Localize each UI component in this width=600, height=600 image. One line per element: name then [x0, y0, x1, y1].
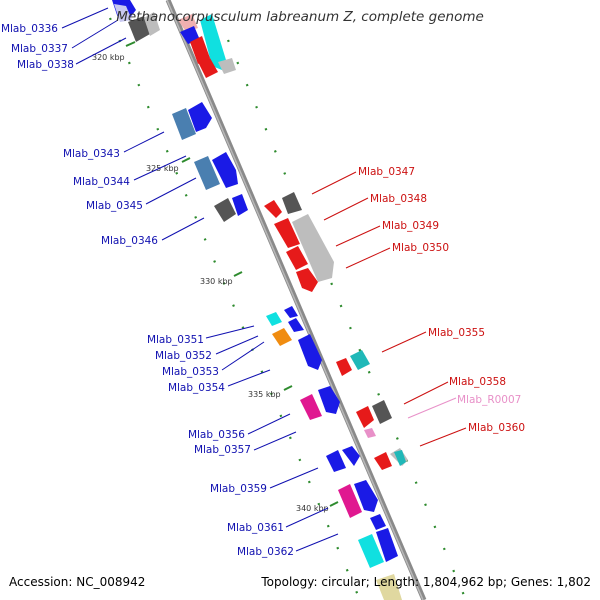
gene-label: Mlab_0345: [86, 200, 143, 212]
gene-arrow: [232, 194, 248, 216]
scale-tick: [283, 385, 293, 391]
gene-arrow: [292, 214, 334, 282]
scale-tick: [181, 157, 191, 163]
gene-arrow: [200, 14, 226, 70]
gene-arrow: [128, 16, 150, 42]
tick-label: 325 kbp: [146, 164, 179, 173]
tick-label: 330 kbp: [200, 277, 233, 286]
gene-arrow: [266, 312, 282, 326]
gene-arrow: [354, 480, 378, 512]
gene-labels-left: Mlab_0336 Mlab_0337 Mlab_0338 Mlab_0343 …: [1, 23, 294, 558]
gene-label: Mlab_0353: [162, 366, 219, 378]
gene-label: Mlab_0352: [155, 350, 212, 362]
gene-label: Mlab_0356: [188, 429, 245, 441]
gene-arrow: [326, 450, 346, 472]
genome-title: Methanocorpusculum labreanum Z, complete…: [116, 9, 484, 25]
gene-arrow: [376, 574, 402, 600]
gene-arrow: [274, 218, 300, 248]
gene-label: Mlab_0360: [468, 422, 525, 434]
gene-arrow: [194, 156, 220, 190]
scale-tick: [329, 501, 339, 507]
gene-arrow: [190, 36, 210, 64]
gene-label: Mlab_0349: [382, 220, 439, 232]
gene-label: Mlab_0351: [147, 334, 204, 346]
gene-arrow: [218, 58, 236, 74]
gene-arrow: [188, 102, 212, 132]
gene-arrow: [282, 192, 302, 214]
gene-arrow: [284, 306, 298, 318]
gene-arrow: [336, 358, 352, 376]
accession-text: Accession: NC_008942: [9, 575, 146, 589]
gene-label: Mlab_0346: [101, 235, 158, 247]
gene-blocks-right: [178, 14, 408, 470]
gene-label: Mlab_0337: [11, 43, 68, 55]
scale-tick: [233, 271, 243, 277]
gene-arrow: [288, 318, 304, 332]
gene-arrow: [394, 450, 406, 466]
gene-label: Mlab_0348: [370, 193, 427, 205]
gene-label: Mlab_0359: [210, 483, 267, 495]
gene-label: Mlab_R0007: [457, 394, 521, 406]
gene-arrow: [300, 394, 322, 420]
gene-label: Mlab_0357: [194, 444, 251, 456]
gene-label: Mlab_0361: [227, 522, 284, 534]
gene-label: Mlab_0354: [168, 382, 225, 394]
gene-label: Mlab_0347: [358, 166, 415, 178]
gene-label: Mlab_0336: [1, 23, 58, 35]
gene-arrow: [264, 200, 282, 218]
gene-arrow: [350, 350, 370, 370]
genome-backbone: [165, 0, 427, 600]
tick-label: 335 kbp: [248, 390, 281, 399]
leader-lines-left: [61, 7, 339, 552]
tick-label: 340 kbp: [296, 504, 329, 513]
tick-track-outer: [226, 39, 468, 600]
gene-arrow: [358, 534, 384, 568]
gene-label: Mlab_0338: [17, 59, 74, 71]
leader-lines-right: [311, 171, 467, 447]
gene-arrow: [214, 198, 236, 222]
gene-label: Mlab_0350: [392, 242, 449, 254]
gene-label: Mlab_0355: [428, 327, 485, 339]
genome-summary-text: Topology: circular; Length: 1,804,962 bp…: [261, 575, 591, 589]
gene-label: Mlab_0362: [237, 546, 294, 558]
genome-backbone-highlight: [166, 0, 424, 600]
gene-label: Mlab_0343: [63, 148, 120, 160]
gene-arrow: [172, 108, 196, 140]
gene-arrow: [198, 58, 218, 78]
gene-arrow: [286, 246, 308, 270]
gene-arrow: [296, 268, 318, 292]
gene-arrow: [298, 334, 322, 370]
gene-arrow: [338, 484, 362, 518]
gene-label: Mlab_0358: [449, 376, 506, 388]
gene-arrow: [370, 514, 386, 530]
gene-arrow: [144, 12, 160, 36]
gene-arrow: [342, 446, 360, 466]
gene-arrow: [364, 428, 376, 438]
gene-labels-right: Mlab_0347 Mlab_0348 Mlab_0349 Mlab_0350 …: [358, 166, 525, 434]
gene-arrow: [376, 528, 398, 562]
gene-arrow: [372, 400, 392, 424]
gene-arrow: [318, 386, 340, 414]
gene-arrow: [114, 4, 132, 22]
gene-label: Mlab_0344: [73, 176, 130, 188]
gene-arrow: [272, 328, 292, 346]
gene-arrow: [356, 406, 374, 428]
gene-arrow: [374, 452, 392, 470]
scale-tick: [125, 41, 136, 47]
gene-blocks-left: [112, 0, 402, 600]
gene-arrow: [212, 152, 238, 188]
tick-label: 320 kbp: [92, 53, 125, 62]
